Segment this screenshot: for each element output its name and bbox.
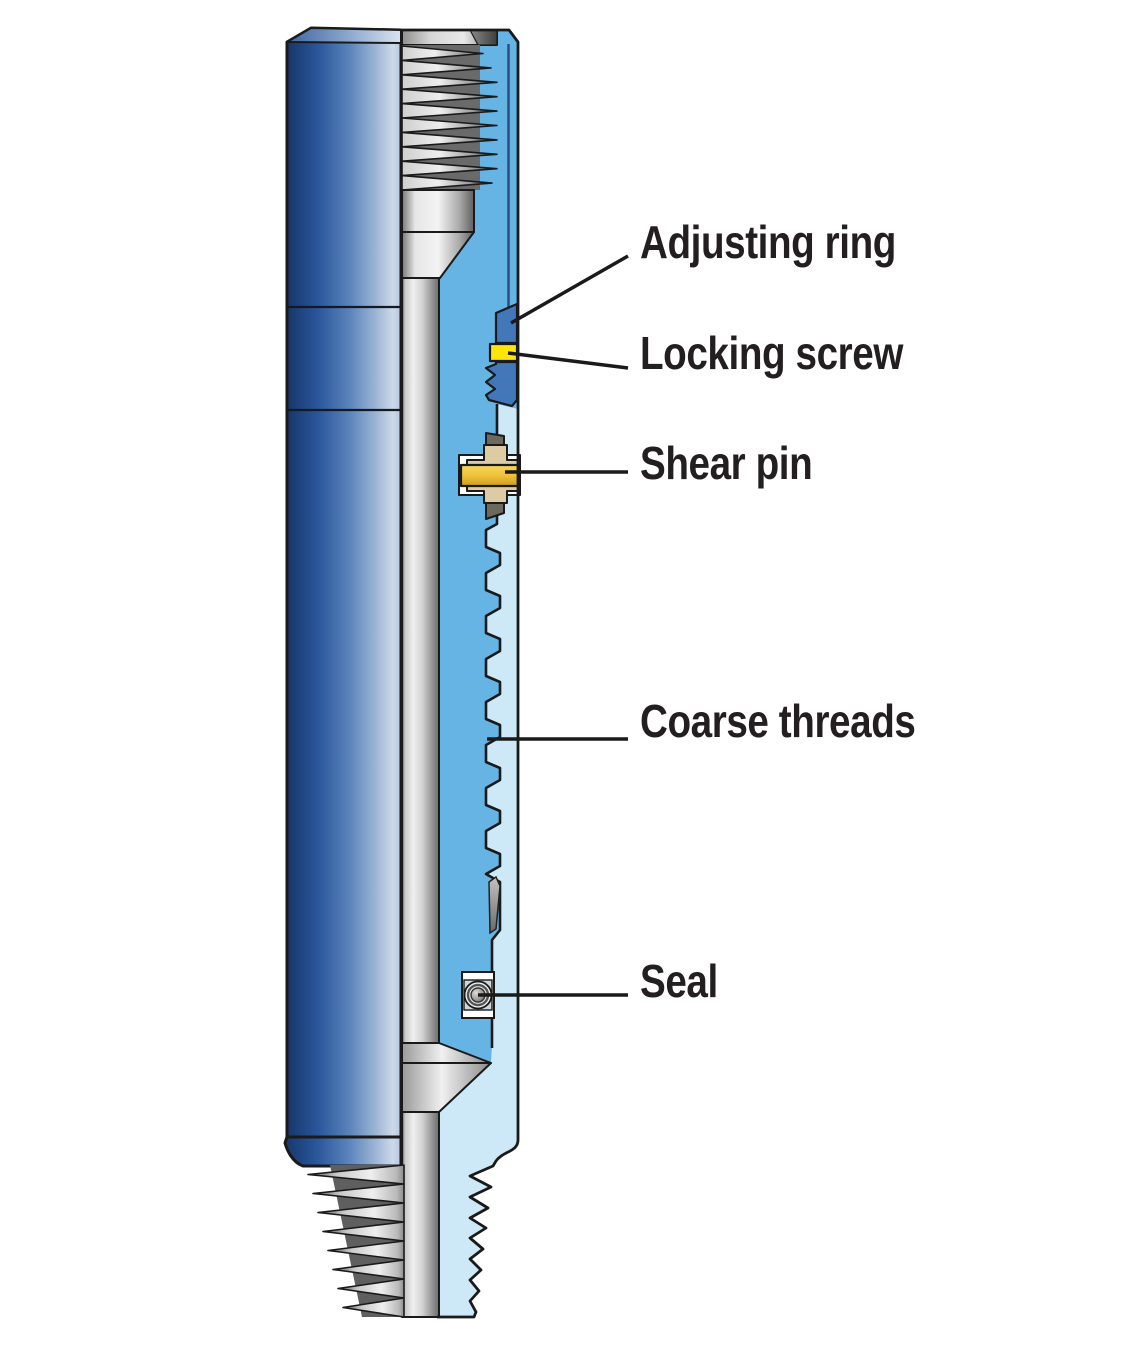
body-barrel xyxy=(285,26,403,1139)
thread xyxy=(337,1278,405,1299)
thread xyxy=(317,1202,405,1223)
thread xyxy=(342,1297,405,1318)
mandrel-tube xyxy=(401,277,440,1046)
box-threads xyxy=(401,45,498,191)
section-outline xyxy=(402,28,520,1319)
mandrel xyxy=(401,29,498,1318)
body-top-face xyxy=(286,27,402,44)
pin-threads-base xyxy=(330,1165,404,1317)
label-coarse-threads: Coarse threads xyxy=(640,695,916,747)
thread xyxy=(322,1221,405,1242)
thread xyxy=(312,1183,405,1204)
label-shear-pin: Shear pin xyxy=(640,437,813,489)
shear-pin-assembly xyxy=(458,432,521,520)
label-locking-screw: Locking screw xyxy=(640,327,903,379)
leader-line-locking-screw xyxy=(507,351,629,370)
mandrel-lower-tube xyxy=(401,1111,440,1318)
insert-section-cut-face xyxy=(437,404,518,1317)
label-adjusting-ring: Adjusting ring xyxy=(640,216,896,268)
label-seal: Seal xyxy=(640,955,718,1007)
leader-line-adjusting-ring xyxy=(510,254,629,325)
adjusting-ring xyxy=(484,302,519,408)
thread xyxy=(307,1164,405,1185)
metal-wedge xyxy=(488,875,501,935)
pin-threads xyxy=(307,1164,405,1318)
thread xyxy=(327,1240,405,1261)
shear-pin xyxy=(459,463,520,488)
leader-lines xyxy=(478,254,629,997)
thread xyxy=(332,1259,405,1280)
coarse-threads xyxy=(484,404,502,1048)
adjusting-ring-lower xyxy=(484,360,519,408)
mandrel-cylinder xyxy=(401,189,475,233)
outer-body xyxy=(283,26,405,1318)
body-neck xyxy=(283,1135,403,1168)
